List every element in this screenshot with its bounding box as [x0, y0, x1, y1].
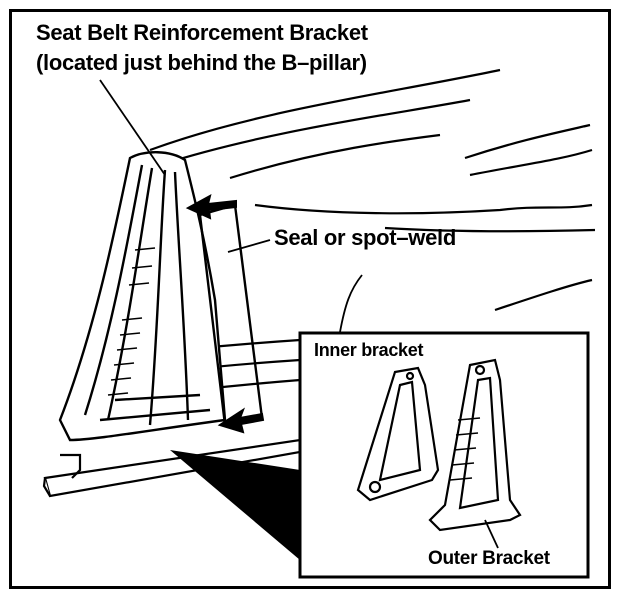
inset-shadow — [170, 450, 300, 560]
inner-bracket-label: Inner bracket — [314, 340, 424, 360]
inset-box — [298, 331, 590, 579]
b-pillar — [58, 151, 227, 442]
title-line-2: (located just behind the B–pillar) — [36, 50, 367, 75]
outer-bracket-label: Outer Bracket — [428, 548, 550, 569]
seal-label: Seal or spot–weld — [274, 225, 456, 250]
b-pillar-ribs — [107, 247, 156, 396]
title-line-1: Seat Belt Reinforcement Bracket — [36, 20, 368, 45]
pointer-arrows — [185, 194, 265, 434]
outer-bracket-leader — [484, 519, 499, 549]
inner-bracket — [356, 366, 440, 502]
outer-bracket — [428, 358, 522, 532]
outer-bracket-ribs — [449, 417, 481, 481]
